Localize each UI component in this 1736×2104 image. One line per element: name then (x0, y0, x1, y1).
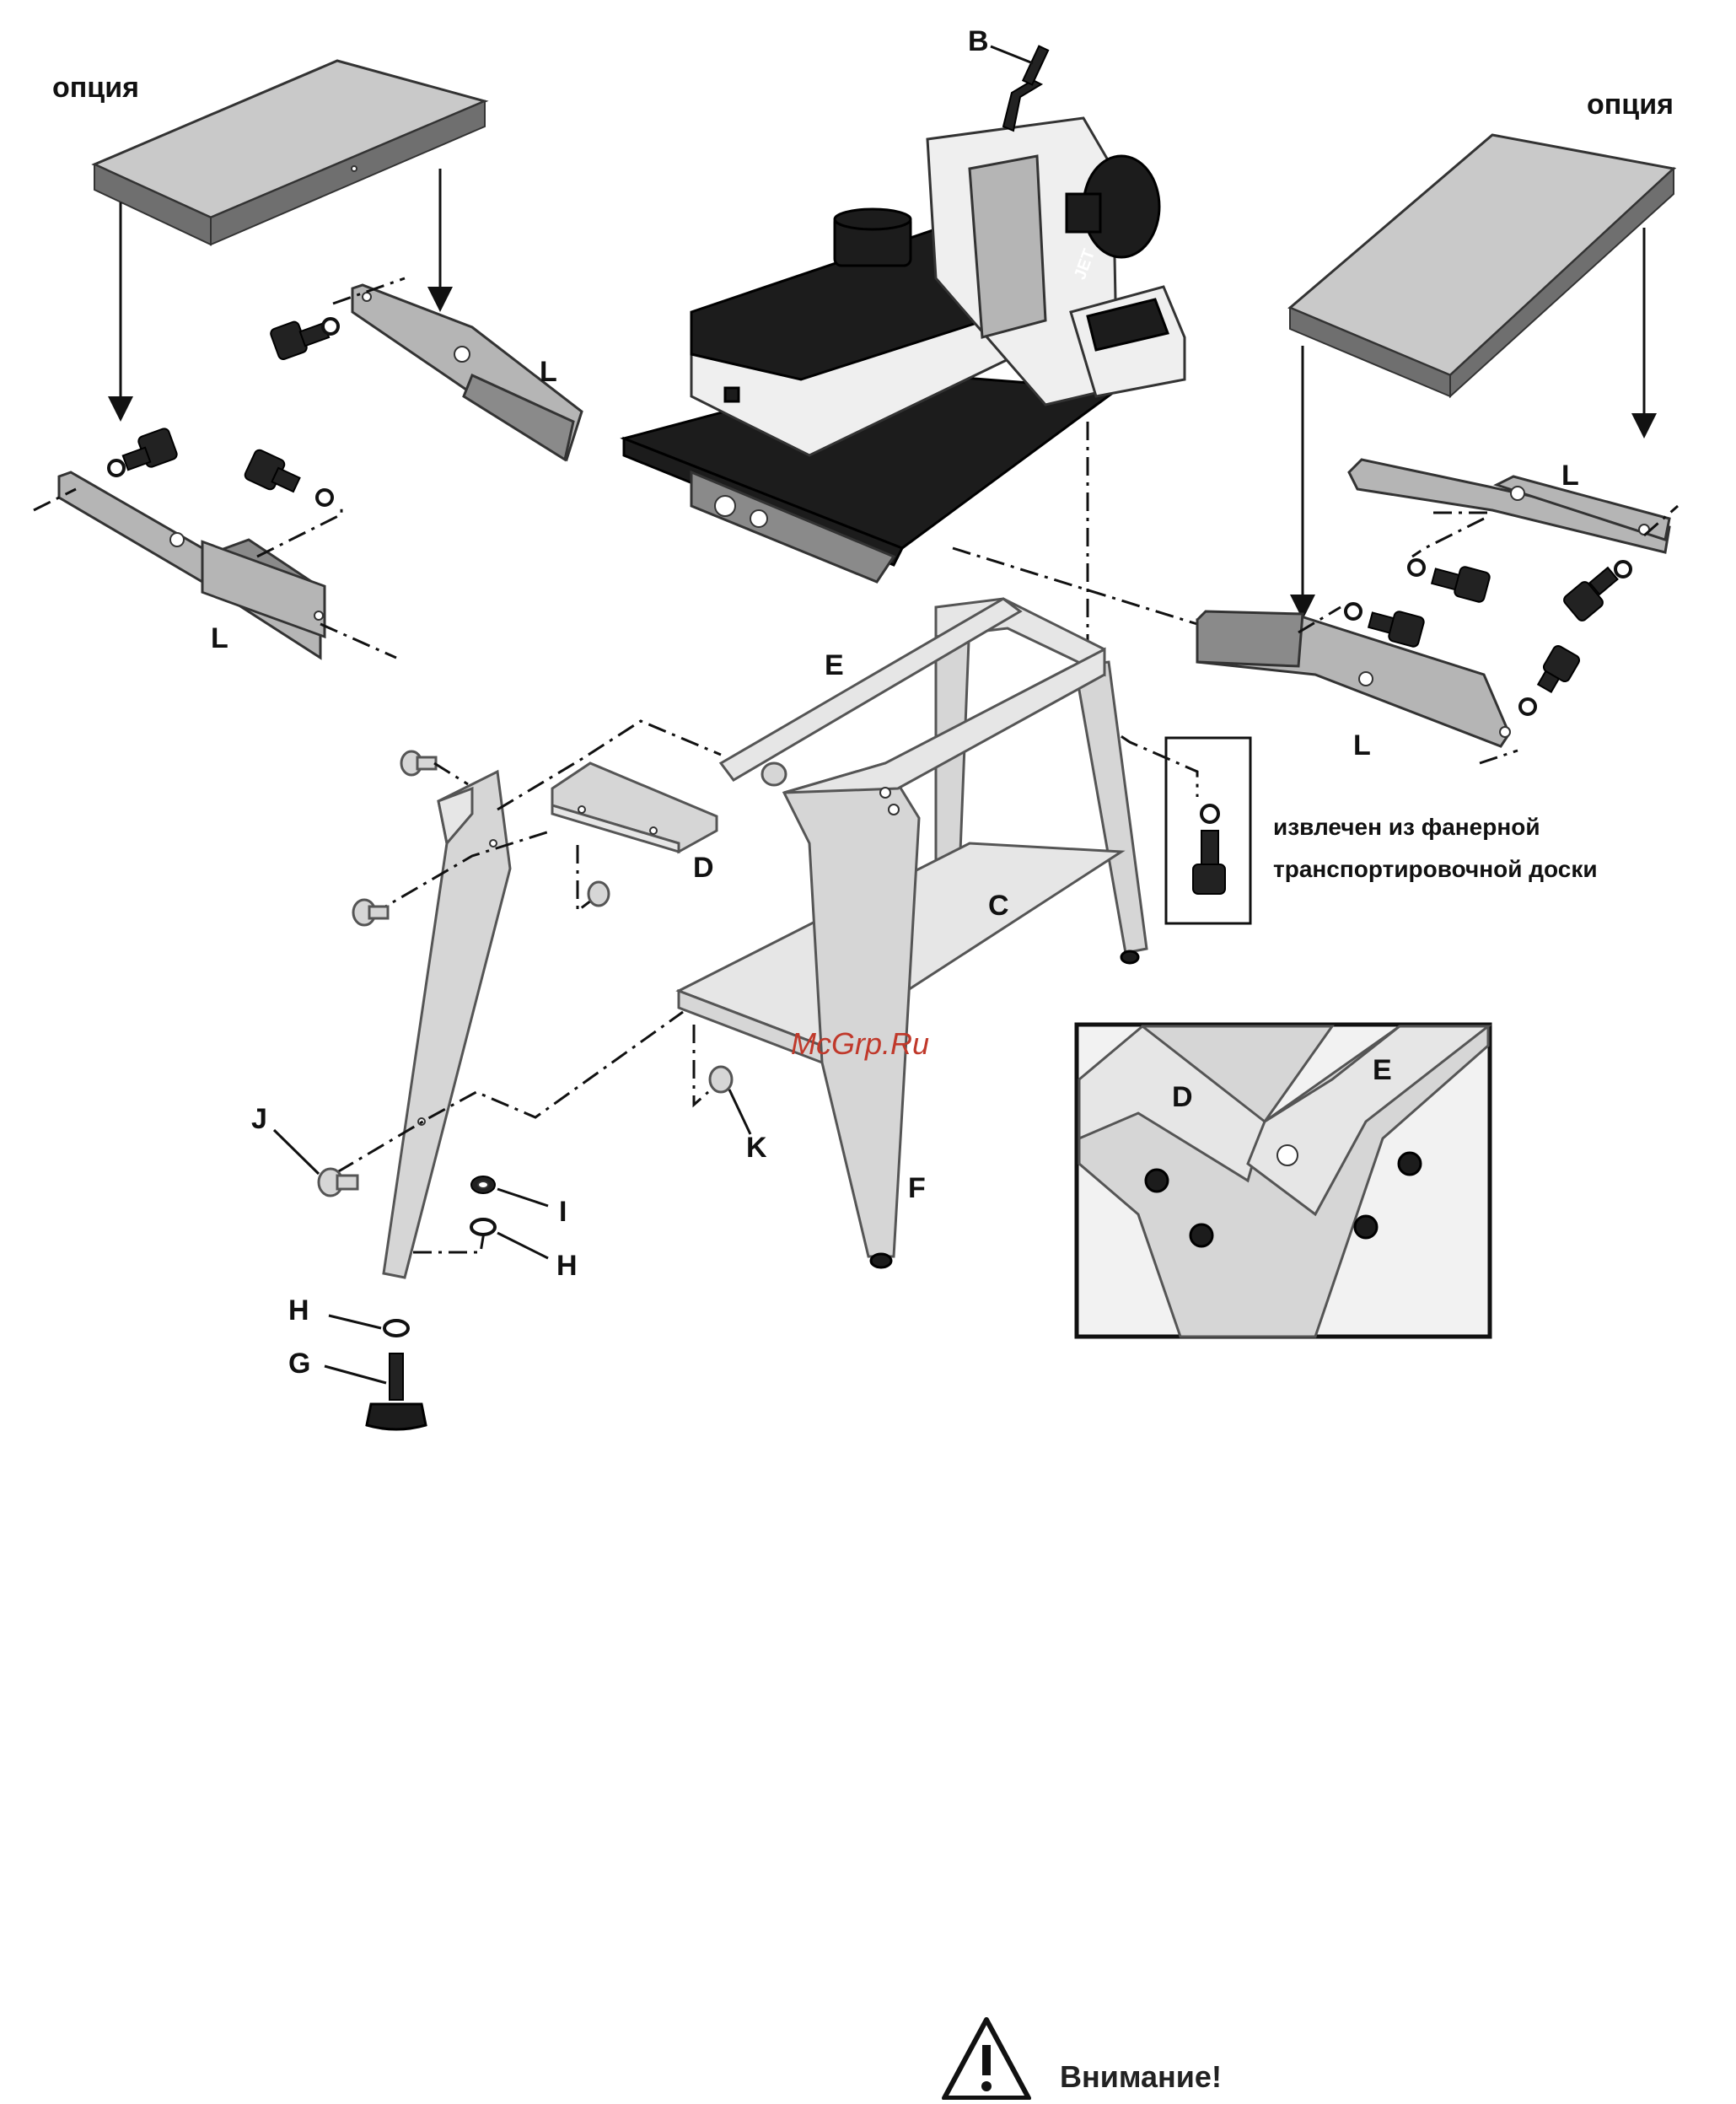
label-I: I (559, 1196, 567, 1228)
washer-H-lower (384, 1321, 408, 1336)
label-B: B (968, 25, 989, 57)
leader-B (991, 46, 1033, 63)
right-upper-support-bracket (1349, 460, 1669, 552)
leader-H-lower (329, 1316, 381, 1328)
top-frame-nut (762, 763, 786, 785)
leader-H-upper (497, 1233, 548, 1258)
label-C: C (988, 890, 1009, 922)
right-upper-bolt-2 (1562, 562, 1631, 622)
corner-detail-inset (1077, 1025, 1490, 1337)
label-H-upper: H (556, 1250, 578, 1282)
left-leg (384, 772, 510, 1278)
label-F: F (908, 1172, 926, 1204)
dash-right-upper-b (1412, 519, 1484, 557)
label-J: J (251, 1103, 267, 1135)
label-L-left-upper: L (540, 356, 557, 388)
leader-G (325, 1366, 386, 1383)
dash-left-lower-b (320, 624, 396, 658)
inset-label-E: E (1373, 1054, 1392, 1086)
left-lower-bolt-2 (244, 449, 332, 505)
left-lower-bolt-1 (109, 428, 178, 476)
dash-leg-bolt-lower (337, 1012, 683, 1172)
label-K: K (746, 1132, 767, 1164)
D-nut (589, 882, 609, 906)
label-H-lower: H (288, 1294, 309, 1326)
leveling-foot-G (367, 1353, 426, 1429)
left-upper-bolt (270, 319, 338, 361)
carriage-bolt-top (401, 751, 468, 784)
dash-left-lower-c (257, 504, 341, 557)
label-E: E (825, 649, 844, 681)
label-L-left-lower: L (211, 622, 228, 654)
hex-nut-I (471, 1176, 495, 1193)
carriage-bolt-mid (353, 900, 388, 925)
option-label-left: опция (52, 72, 139, 104)
drum-sander-machine: JET (624, 46, 1185, 582)
watermark: McGrp.Ru (791, 1026, 929, 1061)
option-label-right: опция (1587, 89, 1674, 121)
dash-right-lower-b (1480, 751, 1518, 763)
right-extension-table (1290, 135, 1674, 396)
right-lower-support-bracket (1197, 611, 1510, 746)
label-D: D (693, 852, 714, 884)
inset-label-D: D (1172, 1081, 1193, 1113)
label-G: G (288, 1348, 310, 1380)
washer-H-upper (471, 1219, 495, 1235)
plywood-note-line1: извлечен из фанерной (1273, 814, 1540, 840)
warning-text: Внимание! (1060, 2059, 1222, 2094)
carriage-bolt-J (319, 1169, 357, 1196)
leader-K (729, 1090, 750, 1134)
warning-icon (944, 2020, 1029, 2098)
leader-J (274, 1130, 319, 1174)
right-lower-bolt-2 (1520, 644, 1581, 714)
left-extension-table (94, 61, 485, 245)
label-L-right-upper: L (1561, 460, 1579, 492)
corner-bracket-D (552, 763, 717, 852)
leader-I (497, 1189, 548, 1206)
label-L-right-lower: L (1353, 729, 1371, 761)
right-upper-bolt-1 (1409, 560, 1491, 603)
K-nut (710, 1067, 732, 1092)
plywood-note-line2: транспортировочной доски (1273, 856, 1598, 882)
dash-K (694, 1025, 708, 1105)
left-lower-support-bracket (59, 472, 325, 658)
plywood-bolt (1193, 805, 1225, 894)
